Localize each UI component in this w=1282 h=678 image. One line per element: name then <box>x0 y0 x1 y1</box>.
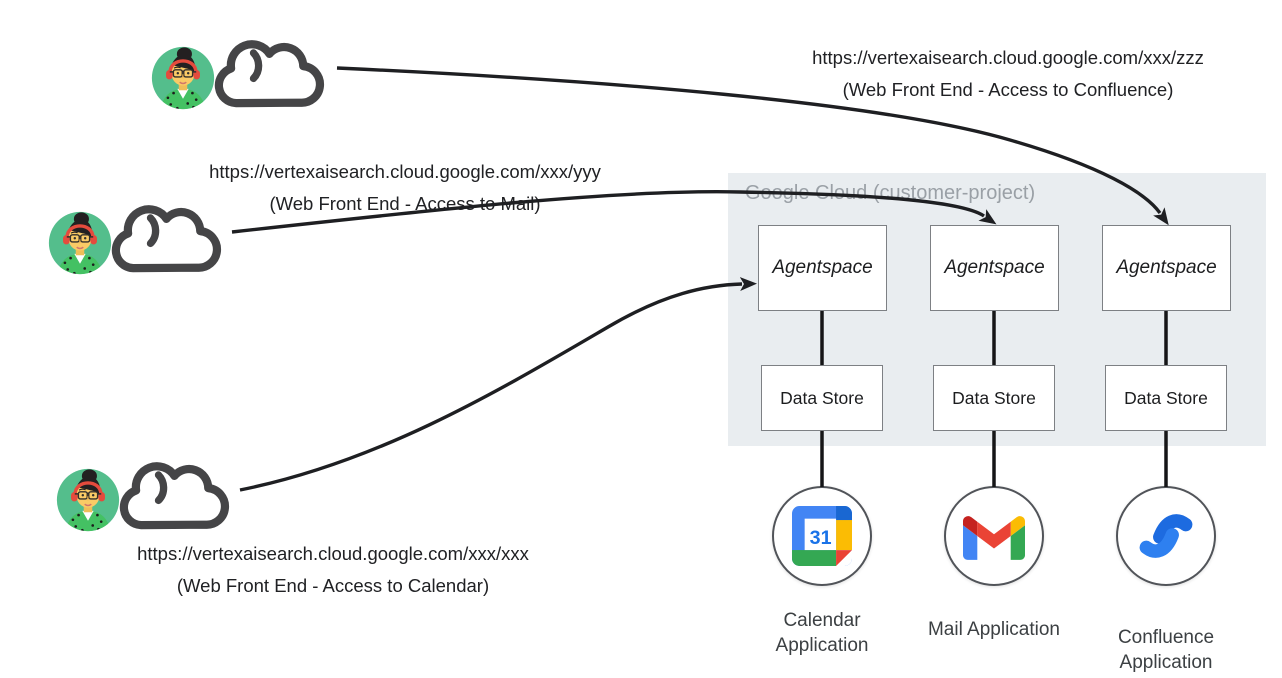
confluence-app-circle <box>1116 486 1216 586</box>
google-calendar-icon: 31 <box>792 506 852 566</box>
calendar-app-circle: 31 <box>772 486 872 586</box>
app-label-confluence: Confluence Application <box>1117 627 1215 673</box>
app-label-mail: Mail Application <box>927 619 1061 640</box>
user-group-mail <box>43 195 238 300</box>
user-avatar <box>150 45 216 111</box>
datastore-box-3: Data Store <box>1105 365 1227 431</box>
confluence-icon <box>1139 514 1193 558</box>
panel-title: Google Cloud (customer-project) <box>745 182 1036 204</box>
agentspace-box-1: Agentspace <box>758 225 887 311</box>
user-avatar <box>55 467 121 533</box>
user-avatar <box>47 210 113 276</box>
datastore-box-2: Data Store <box>933 365 1055 431</box>
frontend-url-confluence: https://vertexaisearch.cloud.google.com/… <box>758 42 1258 106</box>
arrow-user-to-agentspace-calendar <box>239 277 757 492</box>
cloud-icon <box>100 196 232 280</box>
app-label-calendar: Calendar Application <box>775 610 869 656</box>
cloud-icon <box>108 453 240 537</box>
url-text: https://vertexaisearch.cloud.google.com/… <box>137 543 529 564</box>
calendar-day-number: 31 <box>810 527 832 549</box>
agentspace-box-2: Agentspace <box>930 225 1059 311</box>
user-group-calendar <box>51 452 246 557</box>
mail-app-circle <box>944 486 1044 586</box>
url-text: https://vertexaisearch.cloud.google.com/… <box>812 47 1204 68</box>
frontend-url-calendar: https://vertexaisearch.cloud.google.com/… <box>83 538 583 602</box>
url-text: https://vertexaisearch.cloud.google.com/… <box>209 161 601 182</box>
caption-text: (Web Front End - Access to Confluence) <box>842 79 1174 100</box>
user-group-confluence <box>146 30 341 135</box>
datastore-box-1: Data Store <box>761 365 883 431</box>
caption-text: (Web Front End - Access to Calendar) <box>176 575 490 596</box>
cloud-icon <box>203 31 335 115</box>
agentspace-box-3: Agentspace <box>1102 225 1231 311</box>
gmail-icon <box>963 516 1025 560</box>
